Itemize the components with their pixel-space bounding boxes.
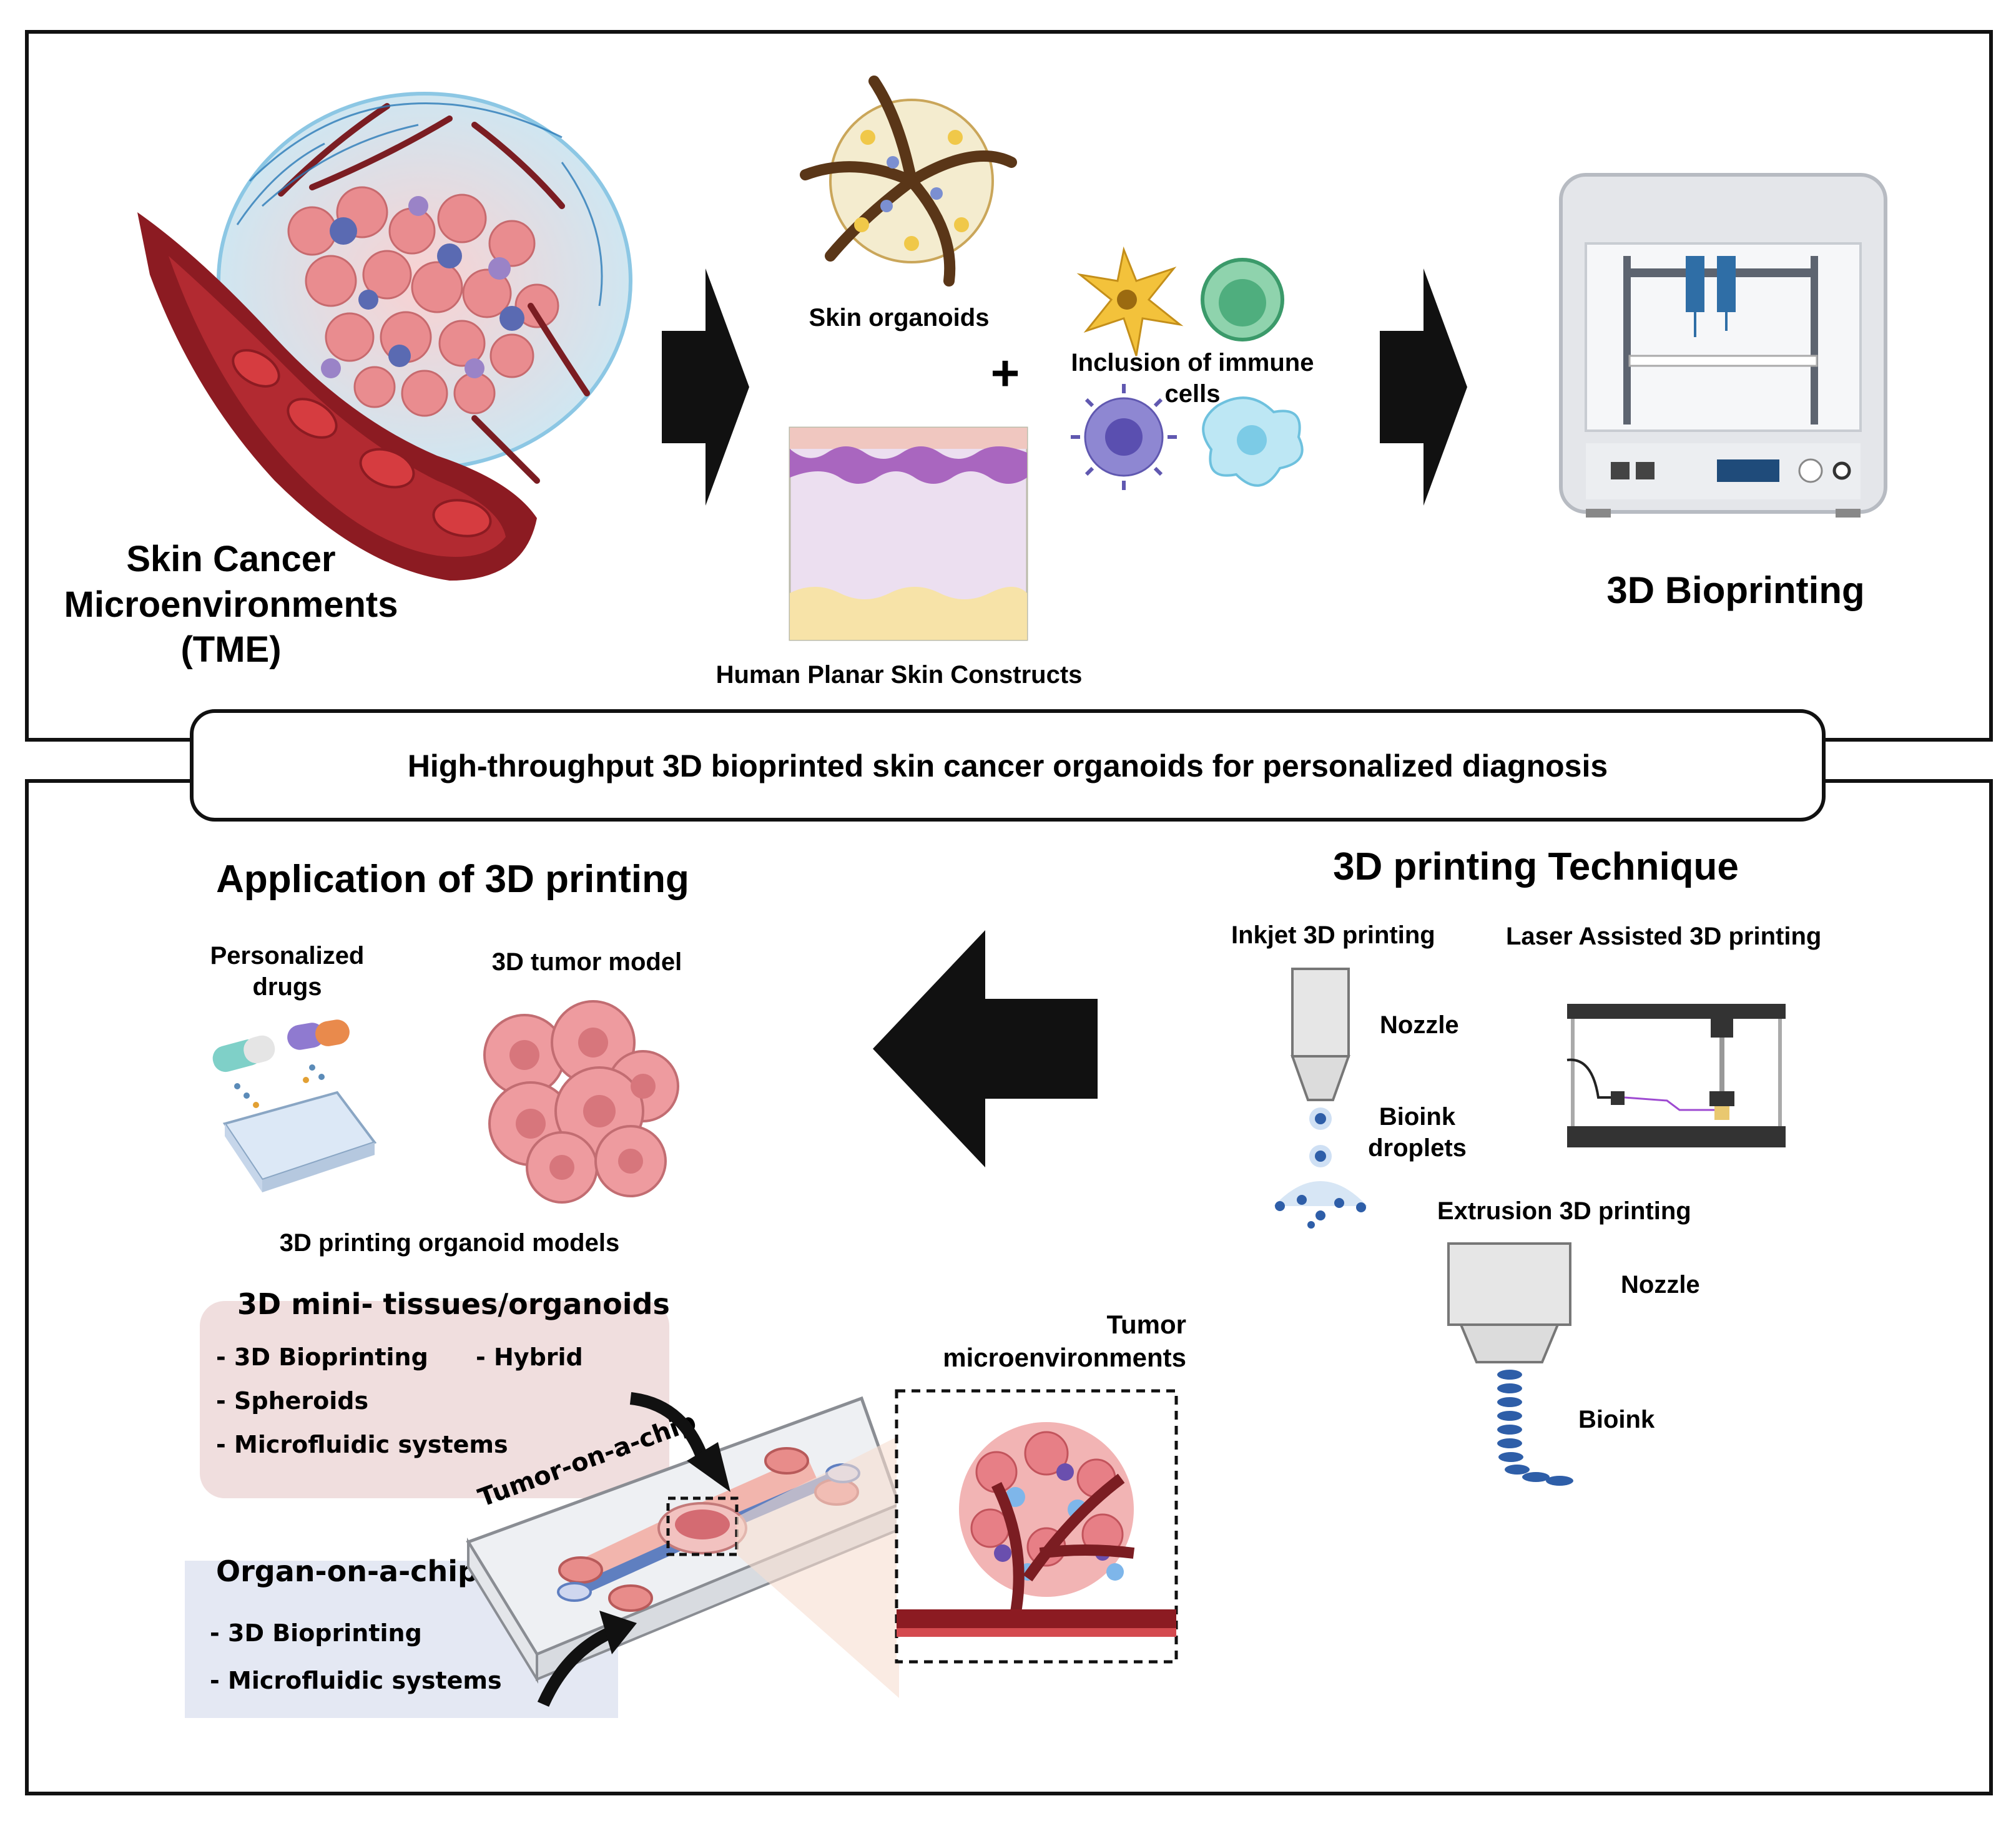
mini-tissues-item: - Hybrid bbox=[476, 1343, 583, 1371]
skin-construct-icon bbox=[789, 426, 1028, 641]
application-title: Application of 3D printing bbox=[216, 858, 689, 901]
mini-tissues-title: 3D mini- tissues/organoids bbox=[237, 1287, 670, 1321]
skin-organoid-icon bbox=[800, 76, 1017, 287]
technique-title: 3D printing Technique bbox=[1333, 845, 1739, 888]
planar-skin-label: Human Planar Skin Constructs bbox=[715, 661, 1083, 689]
right-arrow-icon bbox=[662, 268, 749, 506]
tumor-microenvironment-illustration bbox=[137, 92, 632, 581]
organoid-models-label: 3D printing organoid models bbox=[279, 1229, 620, 1257]
bioink-label: Bioink bbox=[1578, 1406, 1655, 1433]
inkjet-nozzle-icon bbox=[1274, 968, 1367, 1229]
plus-sign: + bbox=[990, 345, 1020, 401]
laser-label: Laser Assisted 3D printing bbox=[1506, 923, 1822, 950]
inkjet-label: Inkjet 3D printing bbox=[1231, 921, 1435, 949]
extrusion-label: Extrusion 3D printing bbox=[1437, 1197, 1691, 1225]
organ-on-chip-item: - 3D Bioprinting bbox=[210, 1619, 422, 1647]
nozzle-label: Nozzle bbox=[1380, 1011, 1459, 1039]
immune-cells-icon bbox=[1071, 246, 1304, 490]
tumor-microenvironment-inset bbox=[895, 1389, 1178, 1664]
mini-tissues-item: - 3D Bioprinting bbox=[216, 1343, 428, 1371]
mini-tissues-item: - Spheroids bbox=[216, 1387, 369, 1415]
organ-on-chip-title: Organ-on-a-chip bbox=[216, 1554, 478, 1588]
laser-printer-icon bbox=[1566, 1004, 1786, 1147]
extrusion-nozzle-icon bbox=[1447, 1242, 1573, 1486]
banner-title: High-throughput 3D bioprinted skin cance… bbox=[407, 749, 1608, 783]
skin-organoids-label: Skin organoids bbox=[809, 304, 990, 331]
right-arrow-icon bbox=[1380, 268, 1467, 506]
mini-tissues-box bbox=[200, 1301, 669, 1498]
bioprinter-icon bbox=[1559, 173, 1887, 518]
tumor-model-icon bbox=[483, 1000, 679, 1204]
nozzle-label: Nozzle bbox=[1621, 1271, 1700, 1298]
banner-box bbox=[190, 709, 1826, 822]
bioprinting-label: 3D Bioprinting bbox=[1606, 569, 1865, 611]
mini-tissues-item: - Microfluidic systems bbox=[216, 1431, 508, 1458]
tumor-model-label: 3D tumor model bbox=[491, 948, 682, 976]
curved-arrow-icon bbox=[629, 1392, 730, 1492]
drug-plate-icon bbox=[212, 1019, 377, 1192]
left-arrow-icon bbox=[873, 930, 1098, 1167]
organ-on-chip-item: - Microfluidic systems bbox=[210, 1667, 502, 1694]
curved-arrow-icon bbox=[537, 1611, 637, 1707]
